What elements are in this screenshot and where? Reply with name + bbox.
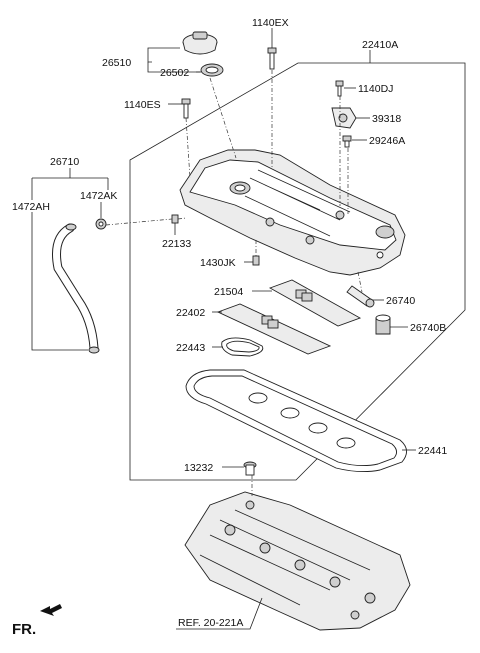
label-fr: FR. <box>12 621 36 638</box>
label-22410a: 22410A <box>362 39 398 51</box>
label-26502: 26502 <box>160 67 189 79</box>
label-13232: 13232 <box>184 462 213 474</box>
label-22443: 22443 <box>176 342 205 354</box>
bolt-1140ex <box>267 47 277 70</box>
label-22133: 22133 <box>162 238 191 250</box>
seal-29246a <box>342 135 352 148</box>
assembly-frame <box>129 62 466 481</box>
cylinder-head-cover <box>179 149 406 276</box>
label-21504: 21504 <box>214 286 243 298</box>
dashed-guides <box>105 70 363 496</box>
label-1140es: 1140ES <box>124 99 161 111</box>
label-26710: 26710 <box>50 156 79 168</box>
label-26510: 26510 <box>102 57 131 69</box>
part-22133 <box>171 214 179 224</box>
label-26740b: 26740B <box>410 322 446 334</box>
label-22402: 22402 <box>176 307 205 319</box>
label-1140dj: 1140DJ <box>358 83 393 95</box>
leader-lines <box>31 28 416 630</box>
label-26740: 26740 <box>386 295 415 307</box>
bolt-1140dj <box>335 80 344 97</box>
part-22443 <box>221 337 264 357</box>
label-22441: 22441 <box>418 445 447 457</box>
front-arrow-icon <box>40 604 62 616</box>
cap-o-ring <box>200 63 224 77</box>
part-21504 <box>268 279 362 327</box>
label-ref: REF. 20-221A <box>178 617 243 629</box>
part-22441 <box>185 369 407 473</box>
label-1140ex: 1140EX <box>252 17 289 29</box>
breather-hose <box>52 223 100 354</box>
part-26740 <box>346 285 375 308</box>
label-1430jk: 1430JK <box>200 257 236 269</box>
label-1472ah: 1472AH <box>12 201 50 213</box>
hose-clamp <box>95 218 107 230</box>
part-26740b <box>375 314 391 335</box>
cam-sensor <box>331 107 357 129</box>
label-29246a: 29246A <box>369 135 405 147</box>
label-1472ak: 1472AK <box>80 190 117 202</box>
part-22402 <box>216 303 332 355</box>
label-39318: 39318 <box>372 113 401 125</box>
part-1430jk <box>252 255 260 266</box>
part-labels: 1140EX 22410A 26510 26502 1140DJ 1140ES … <box>12 17 447 638</box>
cylinder-head <box>184 491 411 631</box>
part-13232 <box>243 461 257 476</box>
bolt-1140es <box>181 98 191 119</box>
oil-filler-cap <box>182 31 218 55</box>
